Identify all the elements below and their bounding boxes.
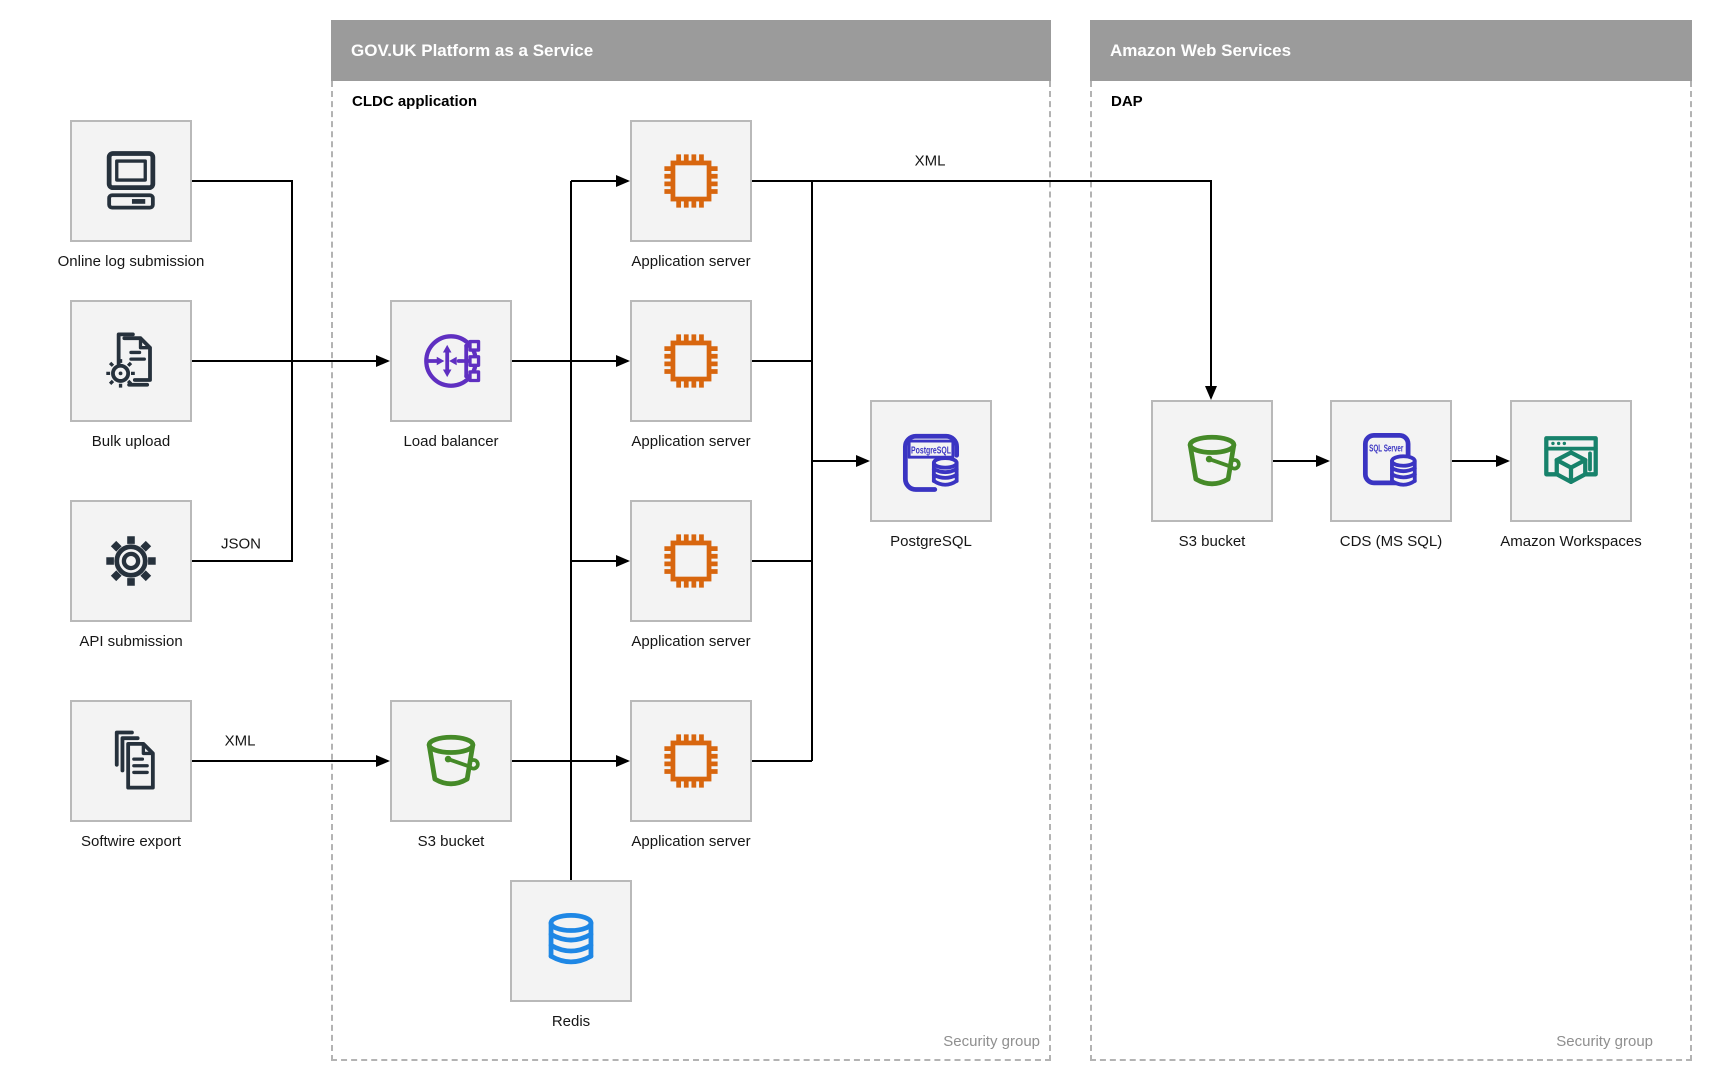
node-label-postgresql: PostgreSQL xyxy=(890,533,972,550)
chip-icon-wrap xyxy=(653,723,729,799)
node-label-cds-ms-sql: CDS (MS SQL) xyxy=(1339,533,1443,550)
bucket-green-icon-wrap xyxy=(1174,423,1250,499)
node-online-log-submission xyxy=(70,120,192,242)
panel-title-aws: Amazon Web Services xyxy=(1090,20,1692,81)
node-app-server-1 xyxy=(630,120,752,242)
node-amazon-workspaces xyxy=(1510,400,1632,522)
node-app-server-3 xyxy=(630,500,752,622)
load-balancer-icon xyxy=(424,334,481,388)
workspaces-icon-wrap xyxy=(1533,423,1609,499)
chip-icon xyxy=(664,734,718,788)
node-bulk-upload xyxy=(70,300,192,422)
node-label-app-server-1: Application server xyxy=(631,253,751,270)
documents-icon-wrap xyxy=(93,723,169,799)
sql-server-icon: SQL Server xyxy=(1362,432,1417,487)
postgresql-icon: PostgreSQL xyxy=(902,433,960,492)
security-group-label-govuk-paas: Security group xyxy=(943,1033,1040,1050)
node-label-softwire-export: Softwire export xyxy=(80,833,182,850)
gear-icon-wrap xyxy=(93,523,169,599)
node-s3-bucket-aws xyxy=(1151,400,1273,522)
svg-text:PostgreSQL: PostgreSQL xyxy=(911,445,951,456)
bulk-document-icon xyxy=(106,332,152,388)
chip-icon xyxy=(664,534,718,588)
node-api-submission xyxy=(70,500,192,622)
edge-app1-xml-to-aws-s3 xyxy=(752,180,1217,400)
node-label-api-submission: API submission xyxy=(79,633,183,650)
redis-database-icon xyxy=(548,912,594,965)
s3-bucket-icon xyxy=(1187,434,1241,487)
edge-label-json-label: JSON xyxy=(217,535,265,553)
chip-icon-wrap xyxy=(653,323,729,399)
panel-body-aws xyxy=(1090,81,1692,1061)
node-label-online-log-submission: Online log submission xyxy=(57,253,205,270)
panel-sublabel-govuk-paas: CLDC application xyxy=(352,93,478,110)
node-label-redis: Redis xyxy=(551,1013,591,1030)
computer-icon xyxy=(106,151,156,210)
svg-text:SQL Server: SQL Server xyxy=(1369,444,1403,455)
bucket-green-icon-wrap xyxy=(413,723,489,799)
panel-title-govuk-paas: GOV.UK Platform as a Service xyxy=(331,20,1051,81)
edge-label-xml-label-top: XML xyxy=(911,152,949,170)
load-balancer-icon-wrap xyxy=(413,323,489,399)
gear-icon xyxy=(106,536,156,586)
node-label-s3-bucket-paas: S3 bucket xyxy=(417,833,485,850)
node-load-balancer xyxy=(390,300,512,422)
chip-icon-wrap xyxy=(653,143,729,219)
s3-bucket-icon xyxy=(426,734,480,787)
node-redis xyxy=(510,880,632,1002)
node-label-load-balancer: Load balancer xyxy=(403,433,499,450)
node-app-server-4 xyxy=(630,700,752,822)
bulk-document-icon-wrap xyxy=(93,323,169,399)
node-app-server-2 xyxy=(630,300,752,422)
chip-icon xyxy=(664,154,718,208)
node-label-app-server-3: Application server xyxy=(631,633,751,650)
node-cds-ms-sql: SQL Server xyxy=(1330,400,1452,522)
node-label-s3-bucket-aws: S3 bucket xyxy=(1178,533,1246,550)
edge-label-xml-label-left: XML xyxy=(221,732,259,750)
node-postgresql: PostgreSQL xyxy=(870,400,992,522)
chip-icon xyxy=(664,334,718,388)
amazon-workspaces-icon xyxy=(1544,436,1598,485)
node-label-amazon-workspaces: Amazon Workspaces xyxy=(1500,533,1642,550)
node-label-app-server-2: Application server xyxy=(631,433,751,450)
security-group-label-aws: Security group xyxy=(1556,1033,1653,1050)
node-s3-bucket-paas xyxy=(390,700,512,822)
postgresql-icon-wrap: PostgreSQL xyxy=(893,423,969,499)
documents-icon xyxy=(114,730,155,790)
sql-server-icon-wrap: SQL Server xyxy=(1353,423,1429,499)
node-label-app-server-4: Application server xyxy=(631,833,751,850)
edge-sources-junction-line xyxy=(191,180,293,562)
panel-body-govuk-paas xyxy=(331,81,1051,1061)
panel-sublabel-aws: DAP xyxy=(1111,93,1143,110)
node-softwire-export xyxy=(70,700,192,822)
node-label-bulk-upload: Bulk upload xyxy=(91,433,171,450)
computer-icon-wrap xyxy=(93,143,169,219)
chip-icon-wrap xyxy=(653,523,729,599)
redis-icon-wrap xyxy=(533,903,609,979)
